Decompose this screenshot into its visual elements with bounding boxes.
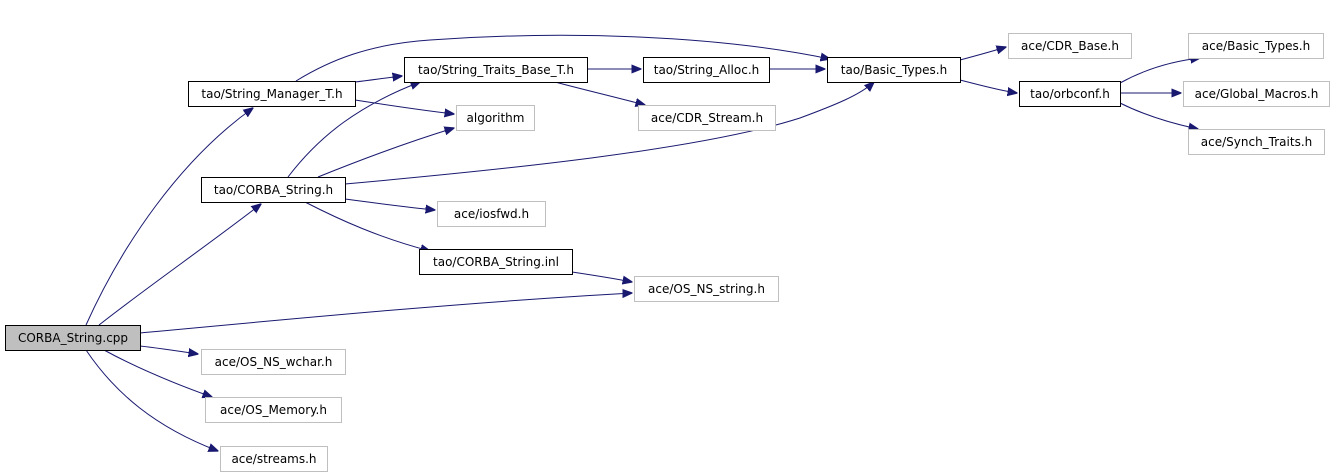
- node-label: ace/CDR_Stream.h: [651, 111, 763, 125]
- edge-corba_string_h-to-algorithm: [317, 128, 454, 178]
- node-algorithm: algorithm: [456, 105, 535, 131]
- node-label: tao/Basic_Types.h: [841, 63, 947, 77]
- node-os_memory: ace/OS_Memory.h: [205, 397, 342, 423]
- node-box: [1188, 129, 1325, 155]
- edge-corba_string_cpp-to-streams: [85, 349, 218, 451]
- node-corba_string_inl[interactable]: tao/CORBA_String.inl: [419, 249, 573, 275]
- edge-string_manager_t-to-string_traits_base_t: [354, 76, 402, 83]
- node-label: ace/OS_Memory.h: [220, 403, 327, 417]
- node-box: [643, 57, 770, 83]
- node-box: [419, 249, 573, 275]
- node-box: [1188, 33, 1324, 59]
- node-box: [201, 349, 346, 375]
- node-box: [5, 325, 141, 351]
- edge-corba_string_h-to-corba_string_inl: [304, 201, 430, 251]
- edge-string_traits_base_t-to-cdr_stream: [554, 81, 645, 105]
- node-box: [188, 81, 356, 107]
- node-box: [1019, 81, 1121, 107]
- node-label: tao/String_Manager_T.h: [201, 87, 342, 101]
- node-basic_types_ace: ace/Basic_Types.h: [1188, 33, 1324, 59]
- edge-corba_string_cpp-to-os_ns_string: [139, 293, 632, 334]
- node-os_ns_wchar: ace/OS_NS_wchar.h: [201, 349, 346, 375]
- node-cdr_base: ace/CDR_Base.h: [1008, 33, 1132, 59]
- node-box: [634, 276, 779, 302]
- node-string_alloc[interactable]: tao/String_Alloc.h: [643, 57, 770, 83]
- nodes-layer: CORBA_String.cpptao/String_Manager_T.hta…: [5, 33, 1330, 472]
- edge-corba_string_cpp-to-os_ns_wchar: [139, 345, 198, 354]
- node-cdr_stream: ace/CDR_Stream.h: [638, 105, 776, 131]
- node-string_manager_t[interactable]: tao/String_Manager_T.h: [188, 81, 356, 107]
- node-label: ace/Basic_Types.h: [1202, 39, 1310, 53]
- node-orbconf[interactable]: tao/orbconf.h: [1019, 81, 1121, 107]
- node-label: ace/OS_NS_string.h: [648, 282, 765, 296]
- edge-corba_string_cpp-to-corba_string_h: [98, 204, 261, 326]
- node-box: [205, 397, 342, 423]
- edge-string_manager_t-to-algorithm: [354, 99, 454, 114]
- edge-orbconf-to-basic_types_ace: [1119, 58, 1200, 84]
- edges-layer: [85, 34, 1200, 451]
- node-box: [638, 105, 776, 131]
- node-label: algorithm: [467, 111, 525, 125]
- node-box: [404, 57, 588, 83]
- edge-corba_string_h-to-basic_types_tao: [344, 82, 874, 185]
- node-corba_string_h[interactable]: tao/CORBA_String.h: [201, 177, 346, 203]
- node-synch_traits: ace/Synch_Traits.h: [1188, 129, 1325, 155]
- node-label: ace/Synch_Traits.h: [1201, 135, 1312, 149]
- edge-corba_string_inl-to-os_ns_string: [571, 271, 632, 282]
- node-label: tao/String_Traits_Base_T.h: [418, 63, 574, 77]
- node-label: tao/CORBA_String.inl: [433, 255, 559, 269]
- node-global_macros: ace/Global_Macros.h: [1183, 81, 1330, 107]
- node-iosfwd: ace/iosfwd.h: [437, 201, 546, 227]
- edge-corba_string_h-to-string_traits_base_t: [287, 82, 420, 178]
- node-label: ace/Global_Macros.h: [1195, 87, 1319, 101]
- node-box: [456, 105, 535, 131]
- node-label: ace/iosfwd.h: [454, 207, 529, 221]
- node-label: tao/CORBA_String.h: [214, 183, 333, 197]
- node-label: CORBA_String.cpp: [18, 331, 128, 345]
- node-corba_string_cpp[interactable]: CORBA_String.cpp: [5, 325, 141, 351]
- edge-basic_types_tao-to-orbconf: [959, 79, 1017, 93]
- edge-basic_types_tao-to-cdr_base: [959, 47, 1006, 61]
- node-label: ace/streams.h: [231, 452, 316, 466]
- node-label: tao/String_Alloc.h: [654, 63, 760, 77]
- node-label: ace/OS_NS_wchar.h: [215, 355, 333, 369]
- node-box: [220, 446, 328, 472]
- node-box: [201, 177, 346, 203]
- node-os_ns_string: ace/OS_NS_string.h: [634, 276, 779, 302]
- node-label: ace/CDR_Base.h: [1021, 39, 1119, 53]
- edge-corba_string_h-to-iosfwd: [344, 198, 435, 210]
- node-label: tao/orbconf.h: [1030, 87, 1110, 101]
- node-box: [827, 57, 961, 83]
- edge-corba_string_cpp-to-string_manager_t: [85, 108, 253, 326]
- edge-string_manager_t-to-basic_types_tao: [295, 34, 830, 82]
- node-string_traits_base_t[interactable]: tao/String_Traits_Base_T.h: [404, 57, 588, 83]
- node-box: [437, 201, 546, 227]
- edge-corba_string_cpp-to-os_memory: [103, 349, 212, 397]
- node-box: [1183, 81, 1330, 107]
- edge-orbconf-to-synch_traits: [1119, 102, 1198, 129]
- node-streams: ace/streams.h: [220, 446, 328, 472]
- node-basic_types_tao[interactable]: tao/Basic_Types.h: [827, 57, 961, 83]
- node-box: [1008, 33, 1132, 59]
